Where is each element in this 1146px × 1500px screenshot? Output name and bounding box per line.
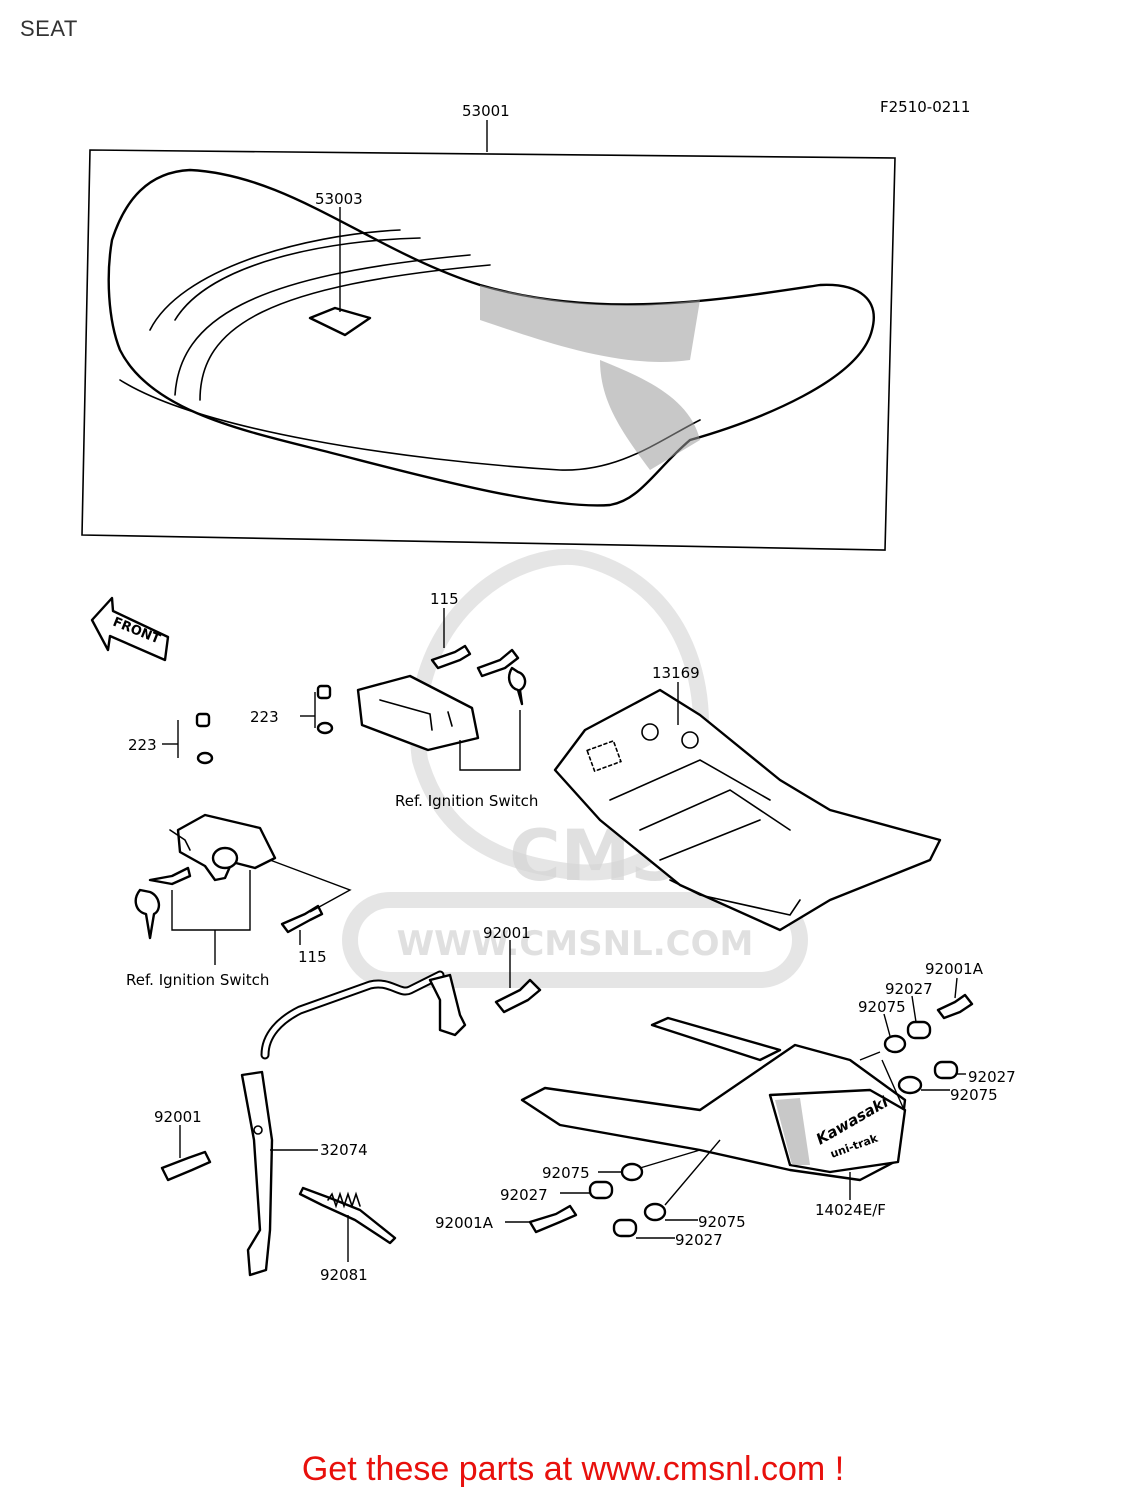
bush-92075-bottom	[643, 1202, 667, 1222]
callout-bolt-bar: 92001	[483, 924, 531, 942]
tray-hole-b	[681, 731, 699, 749]
callout-collar-right: 92027	[968, 1068, 1016, 1086]
bush-92075-top	[883, 1034, 907, 1054]
tray-label-patch	[586, 739, 622, 773]
bush-92075-left	[620, 1162, 644, 1182]
callout-grab-rail: 14024E/F	[815, 1201, 886, 1219]
tray-lip	[669, 879, 801, 916]
bush-92075-right	[897, 1075, 923, 1095]
seat-stripe-b	[174, 237, 421, 321]
lock-cylinder-left	[211, 846, 239, 870]
shop-link[interactable]: Get these parts at www.cmsnl.com !	[301, 1450, 845, 1488]
callout-hook: 32074	[320, 1141, 368, 1159]
lock-bracket-right-detail	[379, 699, 453, 731]
seat-stripe-a	[149, 229, 401, 331]
bolt-92001A-top-leader	[954, 977, 958, 999]
callout-spring: 92081	[320, 1266, 368, 1284]
spring-coil	[327, 1191, 361, 1209]
seat-stripe-c	[174, 254, 471, 396]
hook-wire-inner	[262, 972, 443, 1058]
hook-hole	[253, 1125, 263, 1135]
fastener-bottom-pointer	[639, 1139, 721, 1206]
bolt-92001-hook	[160, 1150, 212, 1182]
watermark-url: WWW.CMSNL.COM	[397, 924, 754, 964]
bolt-115-left-shape	[280, 904, 324, 934]
callout-bolt-hook: 92001	[154, 1108, 202, 1126]
tray-13169	[553, 682, 942, 932]
seat-stripe-d	[199, 264, 491, 401]
callout-ref-ignition-right: Ref. Ignition Switch	[395, 792, 538, 810]
hook-bar-plate	[428, 973, 467, 1037]
seat-body	[107, 168, 875, 507]
callout-bolt-left: 115	[298, 948, 327, 966]
watermark-banner	[342, 892, 808, 988]
lock-bracket-right	[356, 674, 480, 752]
ref-ignition-right-bracket	[459, 710, 521, 771]
fasteners-bottom	[505, 1139, 721, 1239]
screw-223-left-head	[195, 712, 211, 728]
grab-rail: Kawasaki uni-trak	[520, 1016, 907, 1200]
callout-ref-ignition-left: Ref. Ignition Switch	[126, 971, 269, 989]
callout-collar-bottom: 92027	[675, 1231, 723, 1249]
bolt-92001A-top	[936, 993, 974, 1020]
tray-ribs	[609, 759, 791, 861]
seat-emblem-53003	[308, 306, 372, 337]
callout-bush-right: 92075	[950, 1086, 998, 1104]
key-left	[134, 866, 192, 940]
callout-collar-left: 92027	[500, 1186, 548, 1204]
parts-diagram: CMS WWW.CMSNL.COM F2510-0211 53001 53003…	[81, 98, 1016, 1284]
grab-rail-reflector	[775, 1098, 810, 1165]
ref-ignition-left-bracket	[171, 870, 251, 931]
fastener-pointer	[859, 1051, 906, 1113]
front-arrow: FRONT	[90, 596, 170, 662]
seat	[107, 168, 875, 507]
key-right	[476, 648, 527, 706]
bolt-92001-bar	[494, 978, 542, 1014]
callout-emblem: 53003	[315, 190, 363, 208]
front-arrow-icon	[90, 596, 170, 662]
callout-bush-bottom: 92075	[698, 1213, 746, 1231]
watermark: CMS WWW.CMSNL.COM	[342, 548, 808, 988]
bolt-115-top-shape	[430, 644, 472, 670]
callout-screw-left: 223	[128, 736, 157, 754]
lock-hook-left	[169, 829, 191, 851]
callout-bolt-top: 115	[430, 590, 459, 608]
seat-texture-rear	[480, 285, 700, 362]
seat-texture-side	[600, 360, 700, 470]
screw-223-right	[300, 684, 334, 735]
washer-223-right	[316, 721, 334, 735]
figure-code: F2510-0211	[880, 98, 970, 116]
callout-seat: 53001	[462, 102, 510, 120]
collar-92027-right	[933, 1060, 959, 1080]
washer-223-left	[196, 751, 214, 765]
bush-92075-top-leader	[883, 1013, 891, 1037]
callout-bush-left: 92075	[542, 1164, 590, 1182]
callout-collar-top: 92027	[885, 980, 933, 998]
page-title: SEAT	[20, 16, 78, 41]
collar-92027-top	[906, 1020, 932, 1040]
seat-lock-right	[300, 608, 527, 771]
callout-bush-top: 92075	[858, 998, 906, 1016]
seat-frame	[81, 149, 896, 551]
collar-92027-left	[588, 1180, 614, 1200]
collar-92027-bottom	[612, 1218, 638, 1238]
callout-screw-right: 223	[250, 708, 279, 726]
hook-32074	[240, 1070, 274, 1277]
fasteners-top	[859, 977, 974, 1113]
callout-bolt-a-top: 92001A	[925, 960, 984, 978]
screw-223-right-head	[316, 684, 332, 700]
collar-92027-top-leader	[911, 995, 917, 1023]
grab-rail-arm	[650, 1016, 782, 1062]
seat-lock-left	[134, 712, 352, 965]
callout-bolt-a-left: 92001A	[435, 1214, 494, 1232]
callout-tray: 13169	[652, 664, 700, 682]
tray-hole-a	[641, 723, 659, 741]
bolt-92001A-left	[528, 1204, 578, 1234]
lock-left-pointer	[269, 859, 352, 913]
seat-hook-bar	[160, 940, 542, 1277]
